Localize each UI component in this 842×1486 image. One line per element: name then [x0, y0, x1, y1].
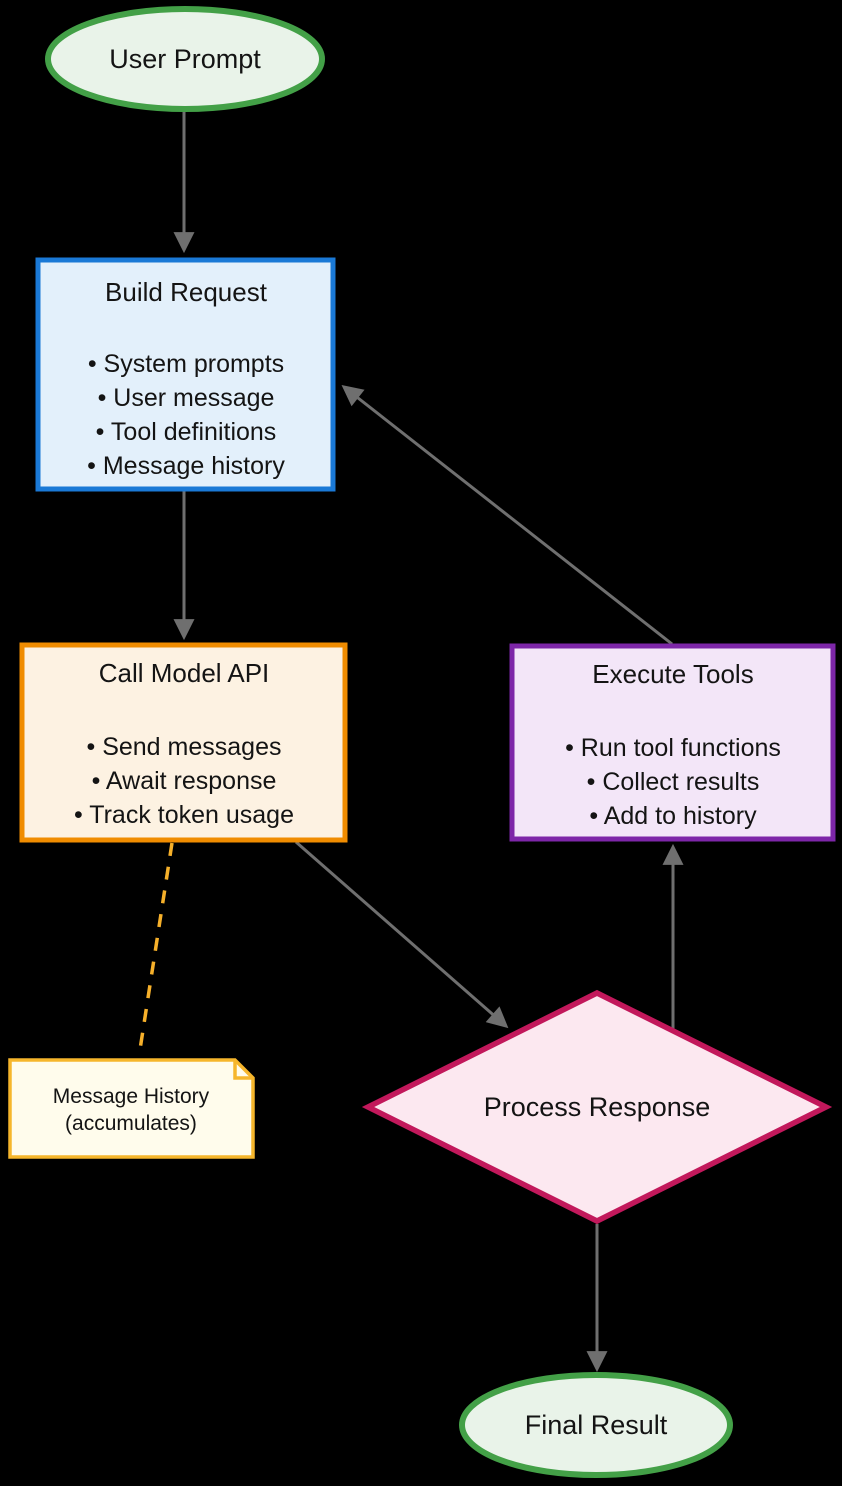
build-request-item: • User message: [97, 384, 275, 412]
call-model-api-item: • Send messages: [86, 733, 282, 761]
call-model-api-title: Call Model API: [98, 658, 270, 688]
edge-call-model-api-to-process-response: [295, 840, 509, 1029]
execute-tools-shape: [509, 643, 836, 842]
note-line2: (accumulates): [65, 1112, 197, 1135]
execute-tools-item: • Add to history: [589, 802, 757, 830]
message-history-note: Message History (accumulates): [10, 1083, 252, 1137]
build-request-node: Build Request • System prompts • User me…: [41, 263, 331, 483]
execute-tools-item: • Collect results: [586, 768, 760, 796]
edge-execute-tools-to-build-request: [341, 385, 673, 646]
execute-tools-title: Execute Tools: [592, 659, 754, 689]
build-request-title: Build Request: [105, 277, 267, 307]
final-result-label: Final Result: [524, 1409, 668, 1440]
call-model-api-item: • Track token usage: [74, 801, 294, 829]
build-request-item: • Tool definitions: [95, 418, 277, 446]
edge-call-model-api-to-note-dashed: [137, 842, 174, 1057]
message-history-note-shape: [8, 1058, 255, 1159]
build-request-shape: [35, 257, 336, 492]
process-response-node: Process Response: [427, 1082, 767, 1132]
build-request-items: • System prompts • User message • Tool d…: [41, 347, 331, 483]
execute-tools-item: • Run tool functions: [565, 734, 781, 762]
call-model-api-items: • Send messages • Await response • Track…: [25, 730, 343, 832]
note-folded-corner: [233, 1060, 253, 1080]
note-line1: Message History: [52, 1085, 210, 1108]
call-model-api-shape: [19, 642, 348, 843]
user-prompt-label: User Prompt: [109, 43, 261, 74]
process-response-shape: [361, 989, 833, 1225]
final-result-shape: [459, 1372, 733, 1478]
build-request-item: • System prompts: [87, 350, 285, 378]
call-model-api-item: • Await response: [91, 767, 277, 795]
execute-tools-node: Execute Tools • Run tool functions • Col…: [515, 649, 831, 833]
build-request-item: • Message history: [87, 452, 285, 480]
final-result-node: Final Result: [462, 1375, 730, 1475]
execute-tools-items: • Run tool functions • Collect results •…: [515, 731, 831, 833]
call-model-api-node: Call Model API • Send messages • Await r…: [25, 648, 343, 832]
process-response-label: Process Response: [483, 1091, 711, 1122]
user-prompt-node: User Prompt: [48, 9, 322, 109]
user-prompt-shape: [45, 6, 325, 112]
